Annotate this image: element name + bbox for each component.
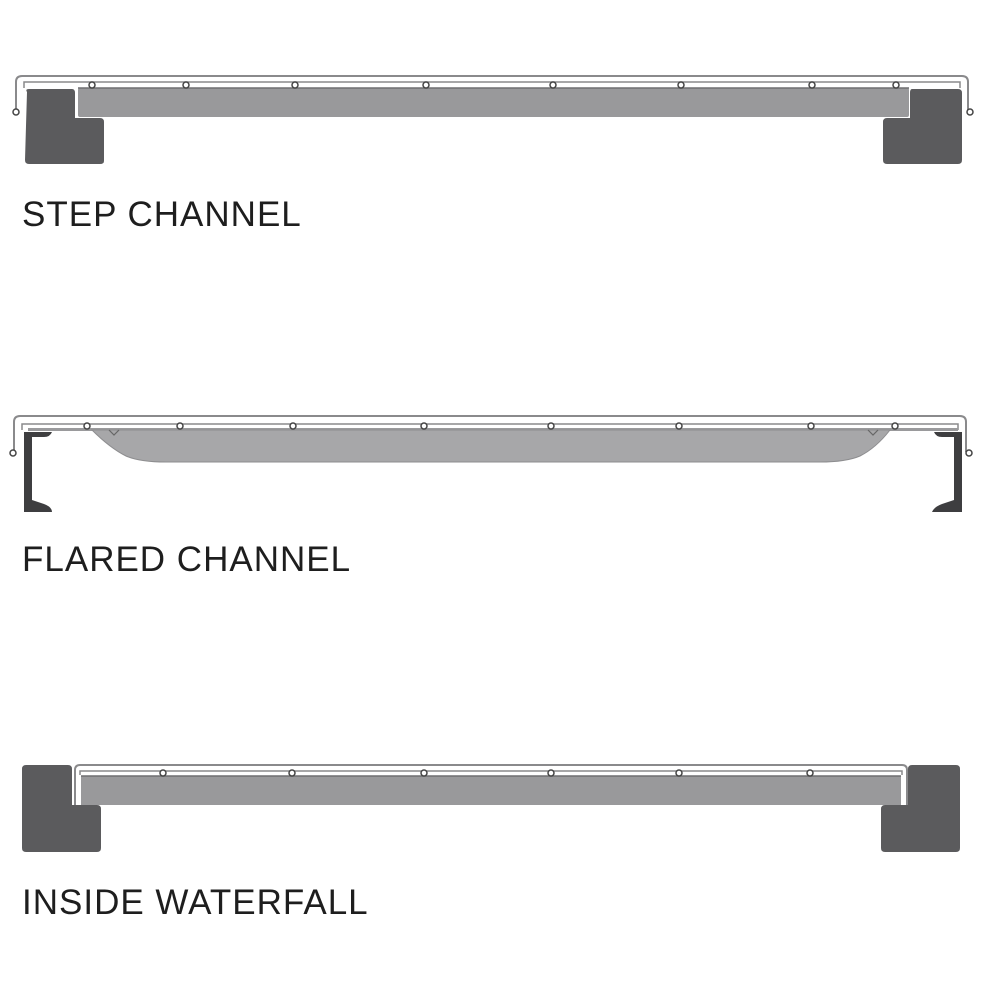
left-end-block — [22, 765, 101, 852]
fastener-icons — [159, 769, 814, 777]
step-channel-diagram — [12, 75, 974, 164]
outer-trim-line — [13, 415, 967, 452]
outer-trim-line — [15, 75, 969, 110]
left-c-channel — [24, 432, 52, 512]
flared-channel-figure: FLARED CHANNEL — [9, 415, 973, 579]
flared-channel-diagram — [9, 415, 973, 512]
panel — [78, 88, 909, 117]
inner-trim-line — [23, 81, 961, 88]
diagram-label: FLARED CHANNEL — [22, 540, 352, 579]
inner-trim-line — [21, 423, 959, 430]
outer-trim-line — [74, 764, 908, 805]
flared-panel — [90, 429, 892, 463]
fastener-icons — [9, 422, 973, 457]
panel — [81, 776, 901, 805]
fastener-icons — [12, 81, 974, 116]
left-end-block — [25, 89, 104, 164]
diagram-label: STEP CHANNEL — [22, 195, 302, 234]
right-end-block — [881, 765, 960, 852]
step-channel-figure: STEP CHANNEL — [0, 0, 1000, 300]
inner-trim-line — [79, 770, 903, 775]
right-end-block — [883, 89, 962, 164]
right-c-channel — [932, 432, 962, 512]
inside-waterfall-diagram — [22, 764, 960, 852]
diagram-label: INSIDE WATERFALL — [22, 883, 369, 922]
